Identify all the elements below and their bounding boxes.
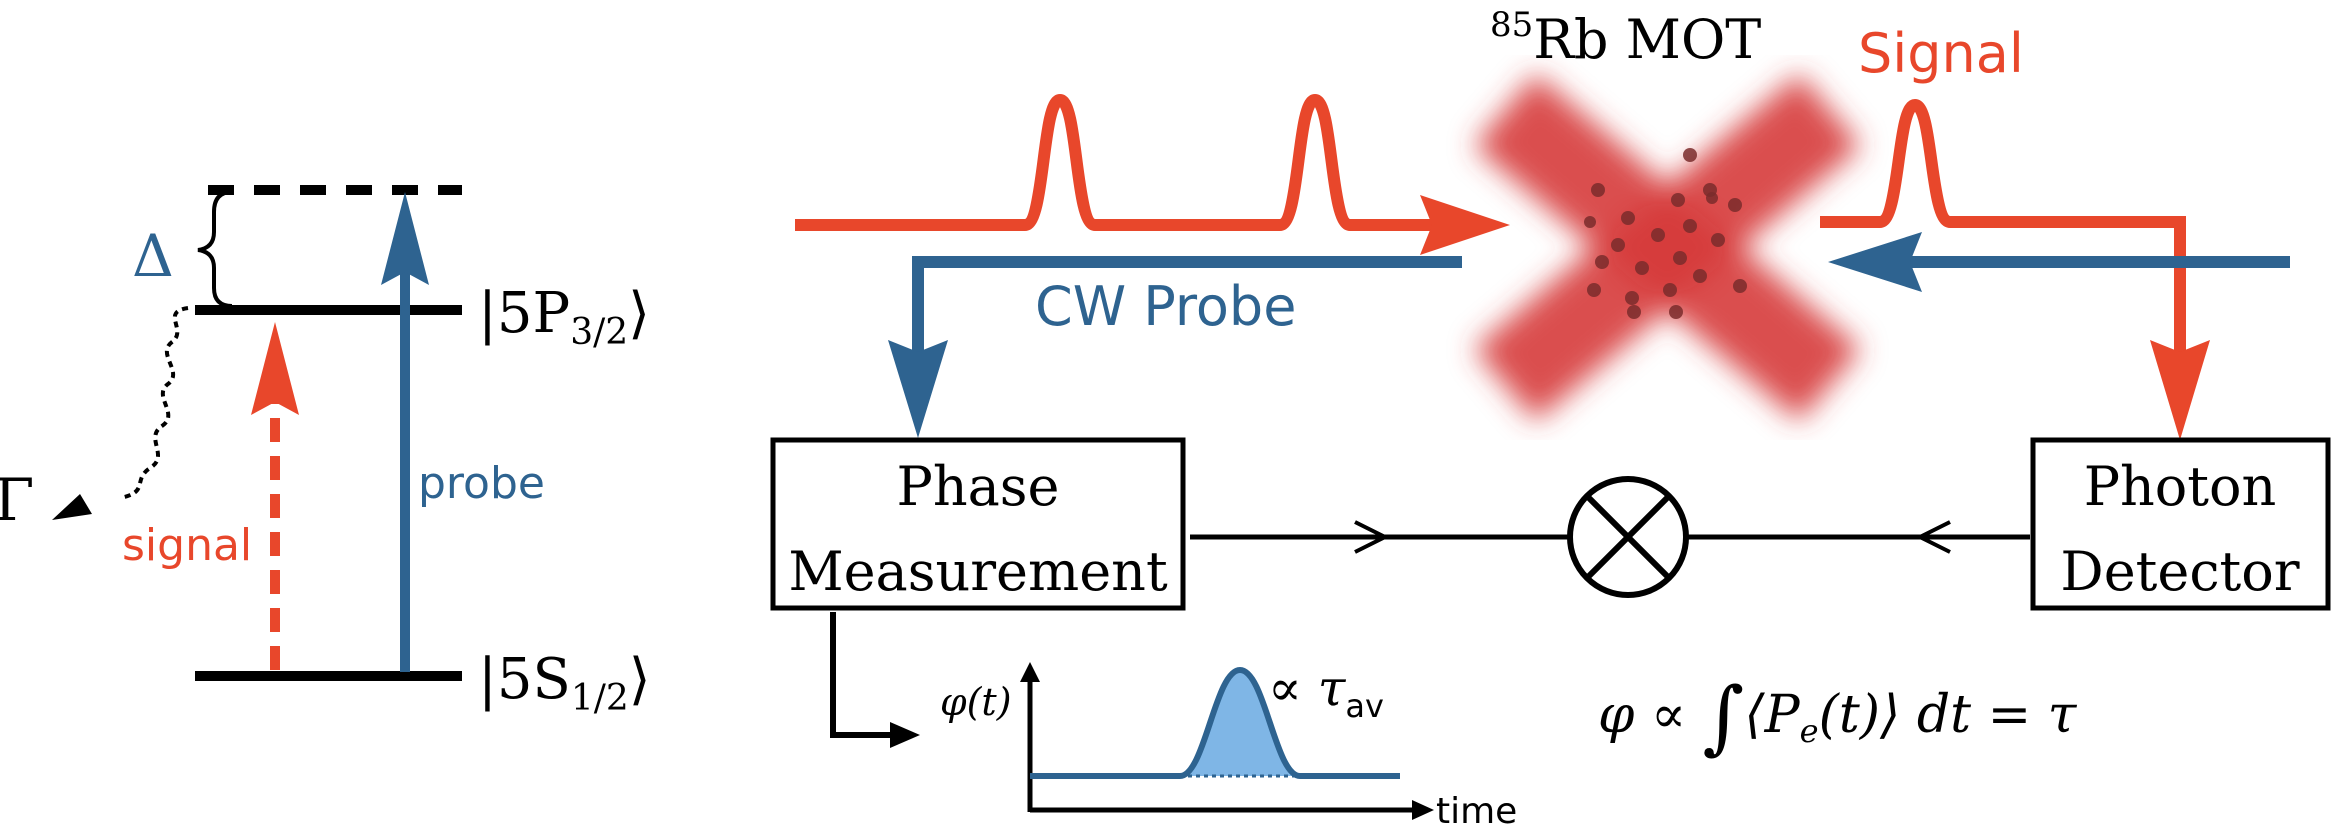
mixer-cross-2: [1585, 494, 1671, 580]
probe-arrowhead: [381, 192, 429, 285]
probe-beam: CW Probe: [888, 232, 2290, 438]
detector-to-mixer-arrowhead: [1915, 520, 1951, 554]
mot-beam-diagonal-2: [1474, 73, 1861, 422]
phase-output-line: [830, 612, 900, 738]
plot-y-label: φ(t): [940, 680, 1012, 724]
decay-arrowhead: [52, 494, 92, 520]
signal-arrowhead-down: [2150, 340, 2210, 440]
probe-transition-label: probe: [418, 458, 545, 509]
rb-mot: 85Rb MOT: [1474, 5, 1861, 422]
detuning-label: Δ: [132, 222, 174, 290]
probe-arrowhead-left: [1828, 232, 1922, 292]
probe-beam-left-line: [912, 256, 1462, 360]
signal-arrowhead: [251, 322, 299, 415]
mot-label: 85Rb MOT: [1490, 5, 1761, 71]
signal-transition-label: signal: [122, 520, 252, 571]
phase-to-mixer-arrowhead: [1354, 520, 1390, 554]
phase-output-arrowhead: [890, 722, 920, 748]
signal-beam-label: Signal: [1858, 22, 2024, 85]
detector-box-line1: Photon: [2084, 455, 2277, 518]
signal-beam-right: Signal: [1820, 22, 2210, 440]
energy-level-diagram: Δ signal probe Γ |5P3/2⟩ |5S1/2⟩: [0, 185, 651, 719]
mixer: [1567, 476, 1689, 598]
signal-beam-left: [795, 93, 1510, 255]
ground-state-label: |5S1/2⟩: [478, 647, 651, 719]
phase-equation: φ ∝ ∫⟨Pe(t)⟩ dt = τ: [1598, 670, 2078, 763]
plot-y-arrowhead: [1020, 662, 1040, 682]
phase-plot: φ(t) time ∝ τav: [830, 612, 1517, 826]
signal-pulse-train-left: [795, 93, 1440, 231]
decay-wavy-line: [119, 306, 189, 500]
decay-label: Γ: [0, 466, 34, 534]
phase-peak-fill: [1180, 670, 1300, 776]
plot-x-arrowhead: [1412, 800, 1434, 820]
signal-lines: [1190, 520, 2030, 554]
signal-arrowhead-right: [1420, 195, 1510, 255]
probe-arrowhead-down: [888, 340, 948, 438]
detector-box-line2: Detector: [2060, 540, 2299, 603]
peak-annotation: ∝ τav: [1268, 659, 1384, 725]
phase-box-line1: Phase: [897, 455, 1060, 518]
photon-detector-box: Photon Detector: [2030, 437, 2331, 611]
plot-x-label: time: [1436, 791, 1517, 826]
phase-box-line2: Measurement: [788, 540, 1168, 603]
signal-pulse-right: [1820, 98, 2186, 360]
excited-state-label: |5P3/2⟩: [478, 281, 650, 353]
detuning-brace: [197, 190, 233, 308]
atom-cloud: [1584, 148, 1747, 319]
phase-measurement-box: Phase Measurement: [770, 437, 1186, 611]
phase-curve: [1030, 666, 1400, 779]
probe-beam-label: CW Probe: [1035, 275, 1296, 338]
